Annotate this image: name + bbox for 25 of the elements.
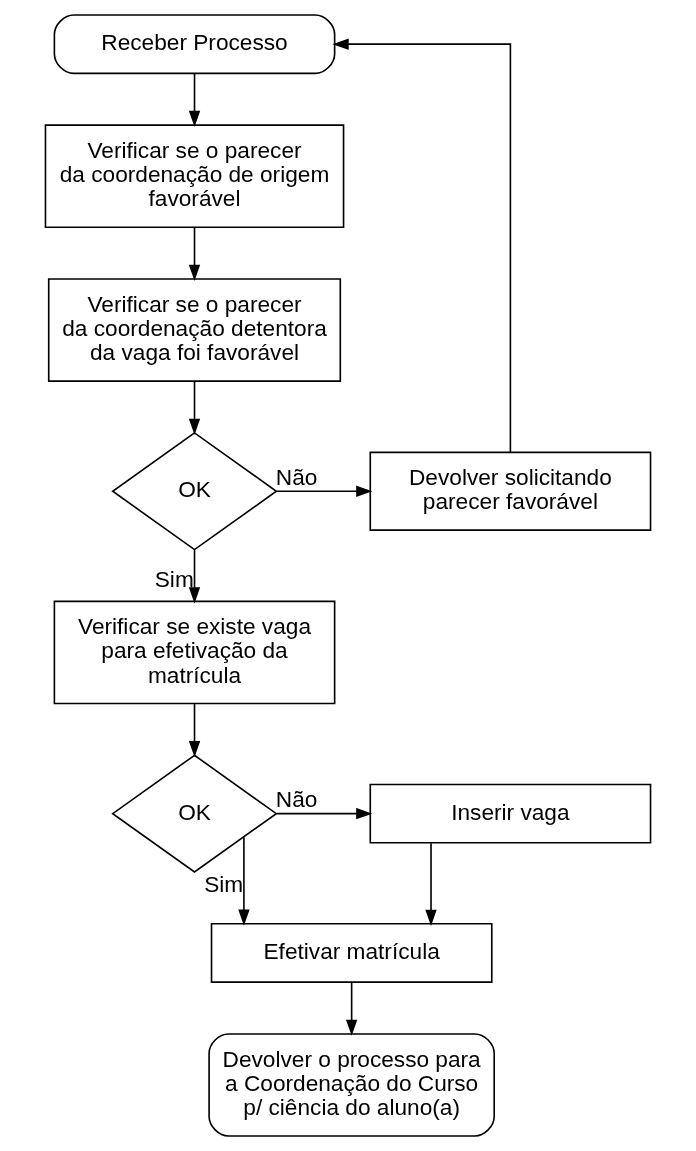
arrow: [275, 807, 373, 820]
edge-label: Sim: [204, 870, 244, 897]
arrow: [345, 981, 358, 1036]
node-box: Devolver solicitando parecer favorável: [369, 451, 652, 531]
arrow: [188, 72, 201, 128]
edge-label: Sim: [154, 566, 194, 593]
arrow: [332, 38, 512, 454]
arrow: [188, 380, 201, 435]
node-box: Efetivar matrícula: [210, 922, 493, 983]
node-box: Verificar se o parecer da coordenação de origem favorável: [44, 124, 345, 229]
arrow: [425, 842, 437, 926]
node-diamond: OK: [111, 431, 278, 551]
node-box: Devolver o processo para a Coordenação do Curso p/ ciência do aluno(a): [208, 1033, 495, 1137]
arrow: [188, 549, 201, 604]
arrow: [275, 485, 373, 497]
edge-label: Não: [275, 464, 318, 491]
node-box: Receber Processo: [53, 14, 336, 75]
node-box: Inserir vaga: [369, 783, 652, 844]
node-box: Verificar se o parecer da coordenação detentora da vaga foi favorável: [47, 278, 342, 382]
arrow: [188, 226, 201, 281]
node-diamond: OK: [111, 754, 278, 873]
edge-label: Não: [275, 786, 318, 813]
node-box: Verificar se existe vaga para efetivação da matrícula: [53, 600, 336, 705]
arrow: [238, 836, 250, 926]
arrow: [188, 703, 201, 758]
